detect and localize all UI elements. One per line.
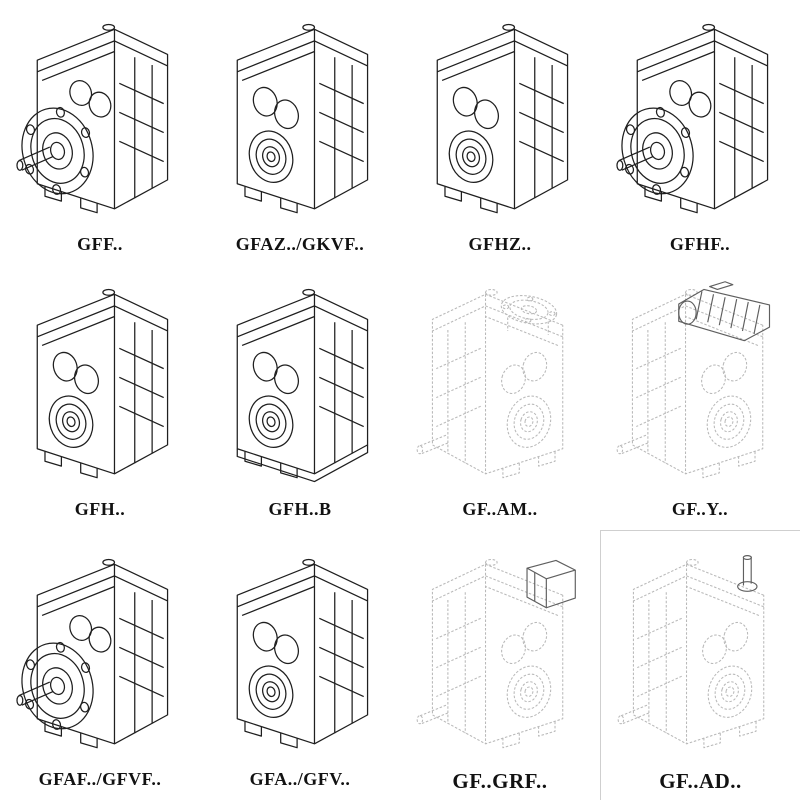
product-cell: GFA../GFV.. — [200, 530, 400, 800]
product-cell: GF..AD.. — [600, 530, 800, 800]
gearbox-drawing — [404, 545, 596, 767]
product-cell: GFH.. — [0, 265, 200, 530]
product-cell: GFAF../GFVF.. — [0, 530, 200, 800]
gearbox-line-art — [236, 23, 369, 214]
gearbox-line-art — [617, 555, 764, 749]
product-label: GF..AM.. — [462, 499, 538, 519]
product-label: GFAF../GFVF.. — [38, 769, 162, 789]
product-label: GFF.. — [77, 234, 123, 254]
gearbox-line-art — [36, 288, 169, 479]
gearbox-drawing — [204, 10, 396, 232]
product-cell: GFF.. — [0, 0, 200, 265]
product-cell: GF..GRF.. — [400, 530, 600, 800]
gearbox-line-art — [436, 23, 569, 214]
gearbox-line-art — [16, 558, 169, 749]
product-label: GFH.. — [74, 499, 126, 519]
product-cell: GF..Y.. — [600, 265, 800, 530]
product-label: GF..Y.. — [671, 499, 729, 519]
gearbox-drawing — [204, 545, 396, 767]
product-label: GFA../GFV.. — [249, 769, 351, 789]
gearbox-drawing — [4, 10, 196, 232]
gearbox-line-art — [236, 288, 369, 483]
gearbox-drawing — [4, 275, 196, 497]
gearbox-line-art — [616, 23, 769, 214]
gearbox-drawing — [605, 545, 797, 767]
gearbox-line-art — [236, 558, 369, 749]
gearbox-drawing — [404, 10, 596, 232]
product-cell: GFHZ.. — [400, 0, 600, 265]
gearbox-drawing — [404, 275, 596, 497]
product-label: GFHZ.. — [468, 234, 532, 254]
product-cell: GF..AM.. — [400, 265, 600, 530]
gearbox-line-art — [416, 558, 576, 749]
gearbox-line-art — [416, 288, 564, 479]
gearbox-line-art — [16, 23, 169, 214]
product-label: GFAZ../GKVF.. — [235, 234, 365, 254]
product-cell: GFH..B — [200, 265, 400, 530]
product-label: GF..AD.. — [659, 769, 742, 793]
product-label: GF..GRF.. — [452, 769, 548, 793]
gearbox-drawing — [604, 275, 796, 497]
gearbox-drawing — [604, 10, 796, 232]
product-label: GFH..B — [268, 499, 332, 519]
product-cell: GFAZ../GKVF.. — [200, 0, 400, 265]
product-cell: GFHF.. — [600, 0, 800, 265]
gearbox-line-art — [616, 281, 771, 479]
product-label: GFHF.. — [669, 234, 731, 254]
gearbox-drawing — [4, 545, 196, 767]
gearbox-drawing — [204, 275, 396, 497]
